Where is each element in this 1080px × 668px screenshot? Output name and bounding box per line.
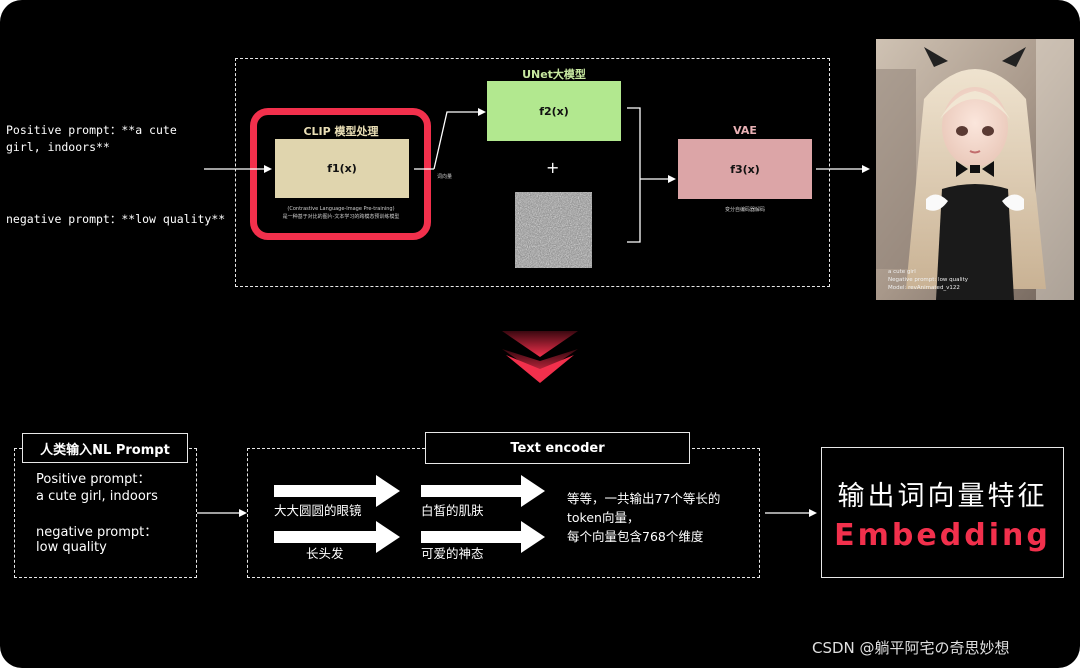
positive-prompt-text: Positive prompt：**a cute girl, indoors** xyxy=(6,123,177,154)
output-line-2: token向量， xyxy=(567,510,640,525)
csdn-watermark: CSDN @躺平阿宅の奇思妙想 xyxy=(812,639,1010,657)
clip-function-box: f1(x) xyxy=(275,139,409,198)
clip-highlight-frame xyxy=(250,108,431,240)
output-description: 等等，一共输出77个等长的 token向量， 每个向量包含768个维度 xyxy=(567,489,720,546)
pipeline-container xyxy=(235,58,830,287)
unet-function-box: f2(x) xyxy=(487,81,621,141)
nl-prompt-container xyxy=(14,448,197,578)
vae-function-box: f3(x) xyxy=(678,139,812,199)
caption-line-1: a cute girl xyxy=(888,269,916,275)
noise-image xyxy=(515,192,592,268)
vae-title: VAE xyxy=(733,124,757,137)
word-vector-label: 词向量 xyxy=(437,174,453,180)
embedding-title: 输出词向量特征 xyxy=(837,481,1048,512)
caption-line-3: Model: revAnimated_v122 xyxy=(888,285,960,291)
f1-label: f1(x) xyxy=(327,162,357,175)
vae-description: 变分自编码器解码 xyxy=(724,207,765,213)
down-chevron-icon xyxy=(502,331,578,383)
clip-description-en: (Contrastive Language-Image Pre-training… xyxy=(287,206,395,212)
image-caption: a cute girl Negative prompt: low quality… xyxy=(888,268,968,292)
text-encoder-title: Text encoder xyxy=(425,432,690,464)
output-line-1: 等等，一共输出77个等长的 xyxy=(567,491,721,506)
nl-positive-block: Positive prompt： xyxy=(36,470,151,489)
negative-prompt-text: negative prompt：**low quality** xyxy=(6,212,226,226)
nl-positive-line2: a cute girl, indoors xyxy=(36,489,158,504)
generated-girl-image xyxy=(876,39,1074,300)
token-glasses: 大大圆圆的眼镜 xyxy=(274,503,362,518)
nl-prompt-title: 人类输入NL Prompt xyxy=(22,433,188,463)
nl-negative-line1: negative prompt： xyxy=(36,525,158,540)
embedding-box xyxy=(821,447,1064,578)
f3-label: f3(x) xyxy=(730,162,760,176)
output-line-3: 每个向量包含768个维度 xyxy=(567,529,704,544)
caption-line-2: Negative prompt: low quality xyxy=(888,277,968,283)
nl-positive-line1: Positive prompt： xyxy=(36,472,151,487)
nl-negative-line2: low quality xyxy=(36,540,107,555)
token-long-hair: 长头发 xyxy=(306,546,344,561)
token-cute-look: 可爱的神态 xyxy=(421,546,484,561)
f2-label: f2(x) xyxy=(539,104,569,118)
clip-description-cn: 是一种基于对比的图片-文本学习的跨模态预训练模型 xyxy=(282,214,400,220)
unet-title: UNet大模型 xyxy=(522,68,586,81)
plus-sign: + xyxy=(546,158,560,177)
token-fair-skin: 白皙的肌肤 xyxy=(421,503,484,518)
embedding-word: Embedding xyxy=(834,518,1051,553)
clip-title: CLIP 模型处理 xyxy=(303,125,379,138)
